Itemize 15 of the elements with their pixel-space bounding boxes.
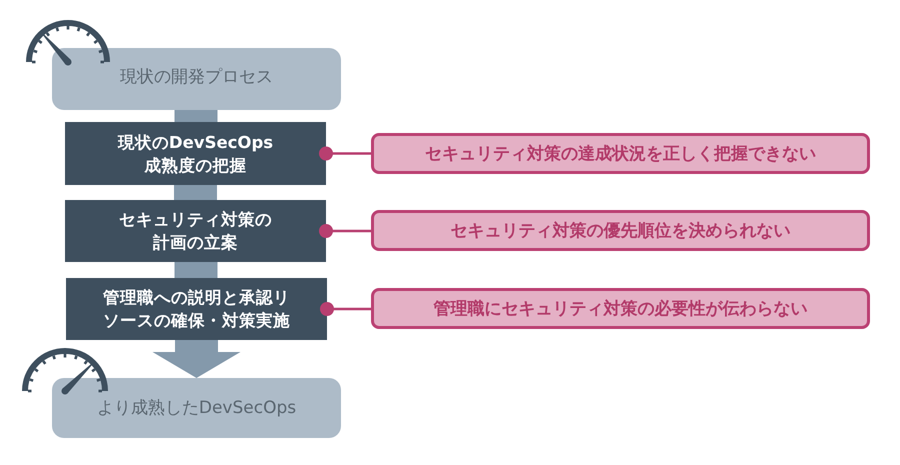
problem-box: セキュリティ対策の優先順位を決められない — [371, 210, 870, 251]
problem-box: セキュリティ対策の達成状況を正しく把握できない — [371, 133, 870, 174]
stage-box: 現状の開発プロセス — [52, 48, 341, 110]
stage-box: より成熟したDevSecOps — [52, 378, 341, 438]
flow-bar — [174, 262, 218, 278]
process-box: 管理職への説明と承認リソースの確保・対策実施 — [66, 278, 327, 340]
dot-connector — [320, 302, 371, 316]
problem-box: 管理職にセキュリティ対策の必要性が伝わらない — [371, 288, 870, 329]
flow-bar — [174, 185, 217, 200]
flow-bar — [174, 110, 218, 122]
process-box: セキュリティ対策の計画の立案 — [65, 200, 326, 262]
flow-arrow — [152, 340, 240, 378]
dot-connector — [319, 146, 371, 160]
dot-connector — [319, 224, 371, 238]
process-box: 現状のDevSecOps成熟度の把握 — [65, 122, 326, 185]
